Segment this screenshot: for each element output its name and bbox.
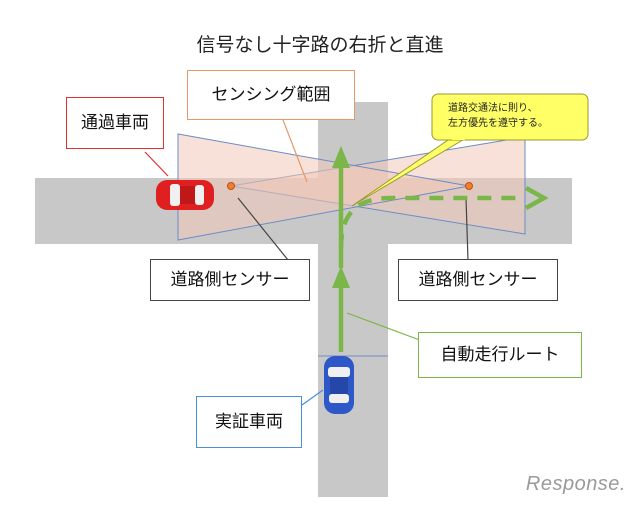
label-sensor-left: 道路側センサー: [150, 259, 310, 301]
diagram-title: 信号なし十字路の右折と直進: [196, 34, 444, 56]
note-line-2: 左方優先を遵守する。: [448, 118, 548, 129]
label-crossing-vehicle: 通過車両: [66, 97, 164, 149]
watermark-logo: Response.: [525, 473, 626, 495]
crossing-vehicle-icon: [156, 180, 214, 210]
label-test-vehicle: 実証車両: [196, 396, 302, 448]
test-vehicle-icon: [324, 356, 354, 414]
route-arrowhead-straight: [332, 146, 350, 168]
leader-sensor-right: [465, 197, 469, 261]
route-right-turn: [338, 195, 525, 249]
leader-route: [346, 312, 426, 343]
route-arrowhead-right: [524, 186, 549, 210]
label-route: 自動走行ルート: [418, 332, 582, 378]
note-box: [431, 93, 589, 141]
sensor-left-dot: [227, 182, 235, 190]
label-sensor-right: 道路側センサー: [398, 259, 558, 301]
leader-crossing-vehicle: [144, 151, 169, 177]
note-tail-mask: [452, 137, 465, 140]
note-line-1: 道路交通法に則り、: [448, 103, 538, 114]
route-arrowhead-lower: [332, 266, 350, 288]
leader-sensing-range: [282, 119, 308, 183]
sensor-right-dot: [465, 182, 473, 190]
leader-sensor-left: [237, 197, 289, 261]
leader-test-vehicle: [301, 389, 324, 406]
note-text: 道路交通法に則り、 左方優先を遵守する。: [436, 101, 586, 131]
label-sensing-range: センシング範囲: [187, 70, 355, 120]
